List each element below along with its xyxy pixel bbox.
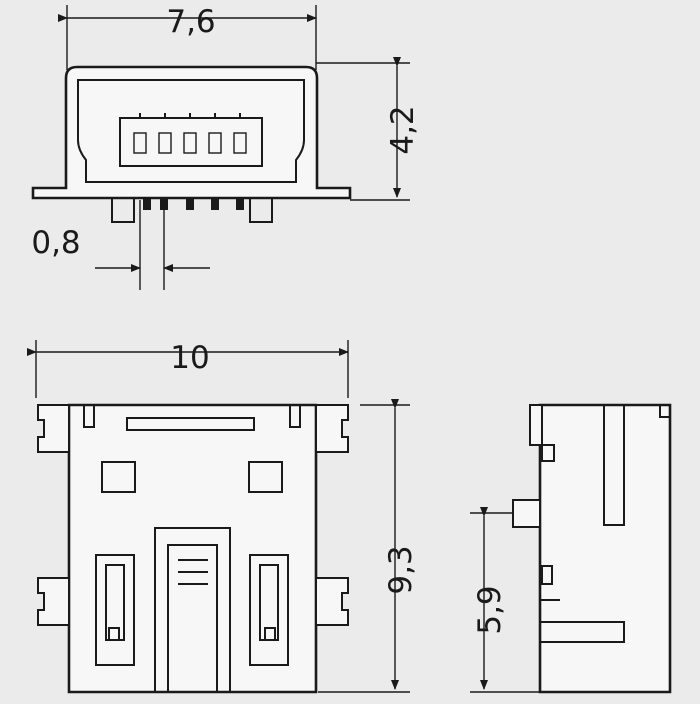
dimension-top-height: 4,2 (316, 57, 421, 201)
window-right (248, 461, 283, 493)
dimension-side-offset-label: 5,9 (472, 585, 508, 634)
dimension-body-width-label: 10 (170, 340, 209, 376)
connector-front-outline (31, 65, 352, 223)
latch-lines (178, 559, 208, 585)
dimension-side-offset: 5,9 (470, 507, 540, 693)
spring-right (249, 554, 289, 666)
dimension-top-height-label: 4,2 (385, 105, 421, 154)
top-slot (126, 417, 255, 431)
dimension-top-width-label: 7,6 (166, 4, 215, 40)
top-view: 10 (27, 340, 419, 694)
dimension-body-length-label: 9,3 (383, 545, 419, 594)
connector-side-outline (512, 403, 672, 694)
dimension-pin-pitch-label: 0,8 (31, 225, 80, 261)
dimension-pin-pitch: 0,8 (31, 200, 210, 290)
dimension-body-width: 10 (27, 340, 349, 398)
connector-top-outline (37, 403, 349, 694)
window-left (101, 461, 136, 493)
bottom-leads (111, 197, 273, 223)
side-tab (512, 499, 541, 528)
dimension-body-length: 9,3 (318, 399, 419, 693)
front-view: 7,6 4,2 (31, 4, 421, 290)
dimension-top-width: 7,6 (58, 4, 317, 70)
pin-contacts (133, 113, 247, 154)
spring-left (95, 554, 135, 666)
side-view: 5,9 (470, 403, 672, 694)
